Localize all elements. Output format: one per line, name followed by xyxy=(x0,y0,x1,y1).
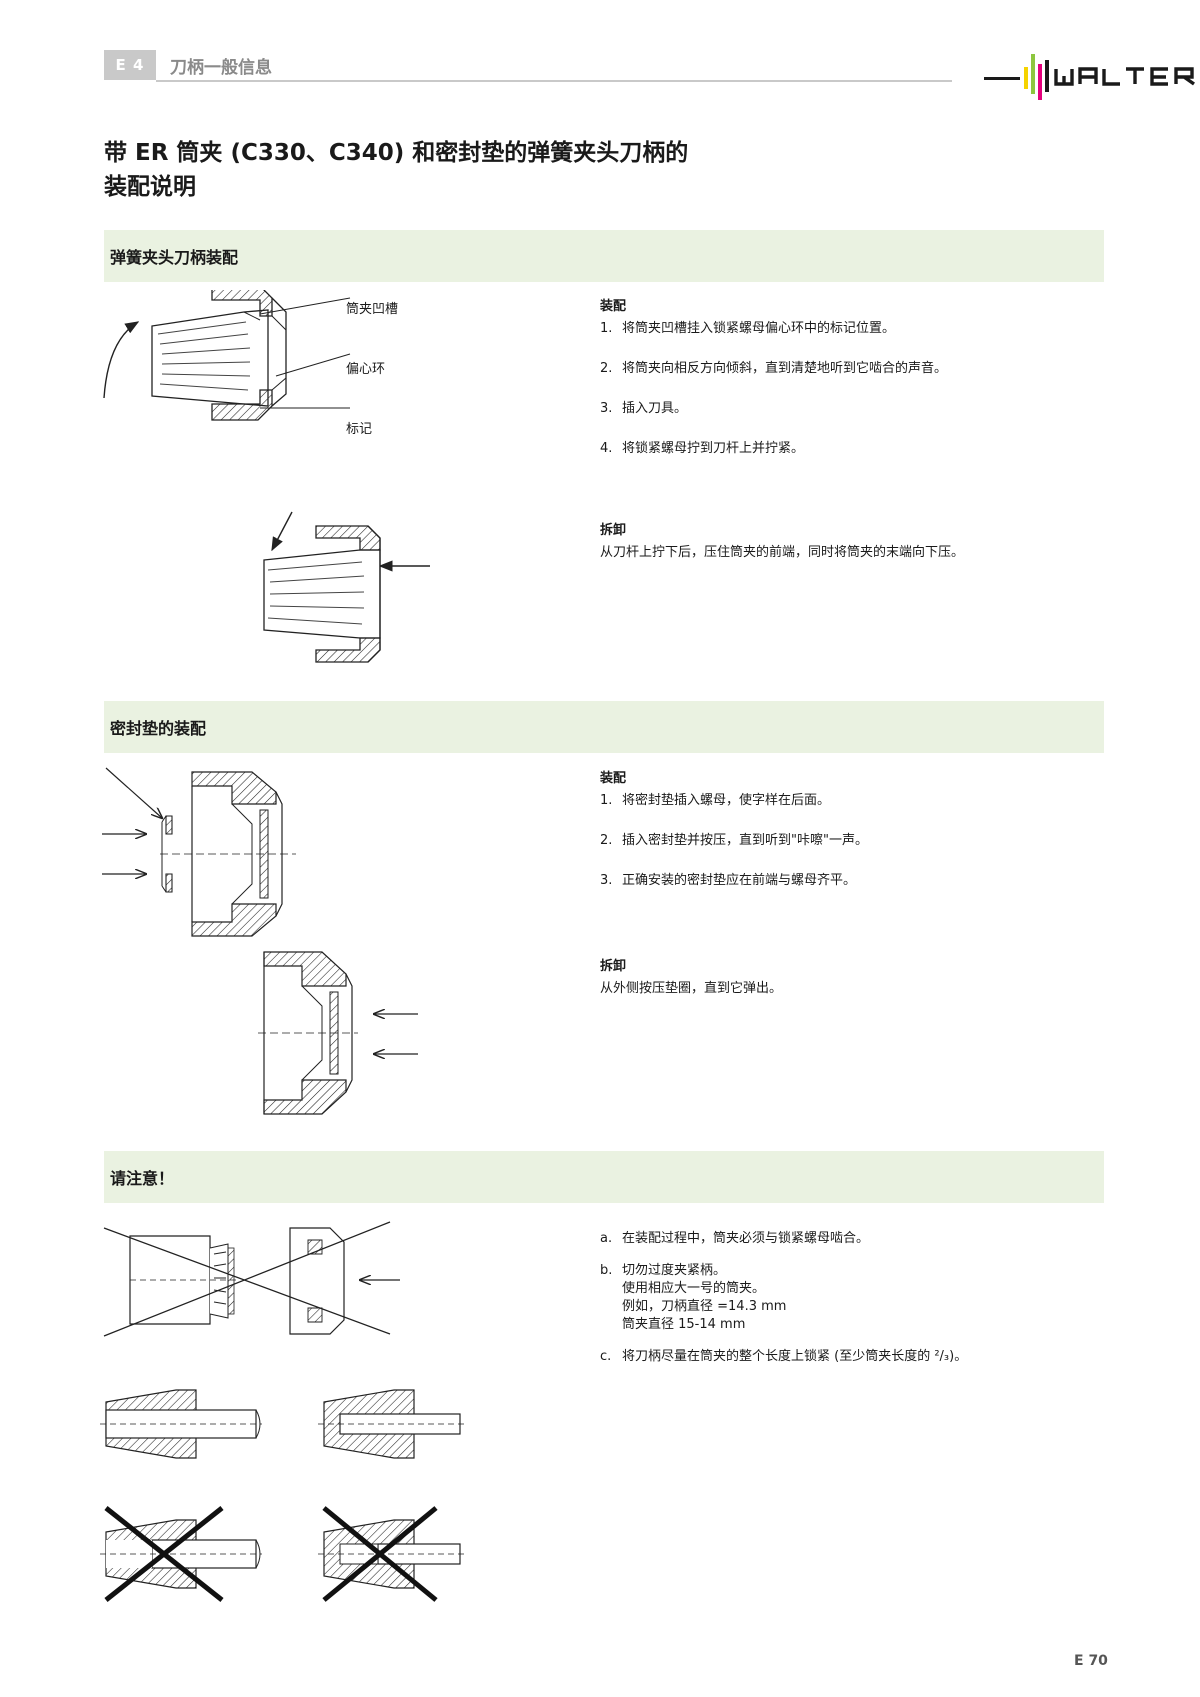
header-rule xyxy=(156,80,952,82)
removal-heading: 拆卸 xyxy=(600,959,627,974)
page-title: 带 ER 筒夹 (C330、C340) 和密封垫的弹簧夹头刀柄的 装配说明 xyxy=(104,136,904,204)
clamp-full-length-correct xyxy=(100,1389,262,1459)
step-2: 2.将筒夹向相反方向倾斜，直到清楚地听到它啮合的声音。 xyxy=(600,361,948,376)
seal-assembly-instructions: 装配 1.将密封垫插入螺母，使字样在后面。 2.插入密封垫并按压，直到听到"咔嚓… xyxy=(600,770,1100,912)
walter-logo xyxy=(984,54,1195,100)
wrong-assembly-drawing xyxy=(103,1221,400,1337)
section-heading: 请注意！ xyxy=(110,1169,175,1188)
collet-removal-instructions: 拆卸 从刀杆上拧下后，压住筒夹的前端，同时将筒夹的末端向下压。 xyxy=(600,522,1100,562)
caution-notes: a. 在装配过程中，筒夹必须与锁紧螺母啮合。 b. 切勿过度夹紧柄。 使用相应大… xyxy=(600,1230,1100,1388)
clamp-small-shank-correct xyxy=(318,1389,464,1459)
step-3: 3.插入刀具。 xyxy=(600,401,688,416)
clamp-short-small-shank-wrong xyxy=(318,1506,464,1602)
seal-insertion-drawing xyxy=(102,767,296,937)
removal-text: 从刀杆上拧下后，压住筒夹的前端，同时将筒夹的末端向下压。 xyxy=(600,545,965,560)
note-b: b. 切勿过度夹紧柄。 使用相应大一号的筒夹。 例如，刀柄直径 =14.3 mm… xyxy=(600,1263,787,1332)
note-c: c. 将刀柄尽量在筒夹的整个长度上锁紧 (至少筒夹长度的 ²/₃)。 xyxy=(600,1349,968,1364)
step-2: 2.插入密封垫并按压，直到听到"咔嚓"一声。 xyxy=(600,833,868,848)
section-bar-collet-assembly: 弹簧夹头刀柄装配 xyxy=(104,230,1104,282)
assembly-heading: 装配 xyxy=(600,771,627,786)
clamp-short-length-wrong xyxy=(100,1506,262,1602)
chapter-badge: E 4 xyxy=(104,50,156,80)
section-heading: 密封垫的装配 xyxy=(110,719,207,738)
collet-assembly-instructions: 装配 1.将筒夹凹槽挂入锁紧螺母偏心环中的标记位置。 2.将筒夹向相反方向倾斜，… xyxy=(600,298,1100,480)
callout-collet-groove: 筒夹凹槽 xyxy=(346,302,399,317)
step-1: 1.将密封垫插入螺母，使字样在后面。 xyxy=(600,793,831,808)
section-heading: 弹簧夹头刀柄装配 xyxy=(110,248,239,267)
removal-heading: 拆卸 xyxy=(600,523,627,538)
page-header: E 4 刀柄一般信息 xyxy=(104,50,1195,100)
section-bar-caution: 请注意！ xyxy=(104,1151,1104,1203)
seal-removal-drawing xyxy=(258,951,418,1115)
assembly-heading: 装配 xyxy=(600,299,627,314)
section-bar-seal-assembly: 密封垫的装配 xyxy=(104,701,1104,753)
callout-leaders xyxy=(260,297,351,409)
note-a: a. 在装配过程中，筒夹必须与锁紧螺母啮合。 xyxy=(600,1231,870,1246)
seal-removal-instructions: 拆卸 从外侧按压垫圈，直到它弹出。 xyxy=(600,958,1100,998)
callout-eccentric-ring: 偏心环 xyxy=(346,362,386,377)
page-title-line1: 带 ER 筒夹 (C330、C340) 和密封垫的弹簧夹头刀柄的 xyxy=(104,140,689,166)
step-3: 3.正确安装的密封垫应在前端与螺母齐平。 xyxy=(600,873,857,888)
removal-text: 从外侧按压垫圈，直到它弹出。 xyxy=(600,981,783,996)
page-title-line2: 装配说明 xyxy=(104,174,196,200)
chapter-title: 刀柄一般信息 xyxy=(170,58,272,78)
step-1: 1.将筒夹凹槽挂入锁紧螺母偏心环中的标记位置。 xyxy=(600,321,896,336)
step-4: 4.将锁紧螺母拧到刀杆上并拧紧。 xyxy=(600,441,805,456)
page-number: E 70 xyxy=(1074,1653,1108,1669)
callout-mark: 标记 xyxy=(346,422,373,437)
collet-insertion-drawing xyxy=(103,290,287,421)
collet-removal-drawing xyxy=(263,511,430,663)
